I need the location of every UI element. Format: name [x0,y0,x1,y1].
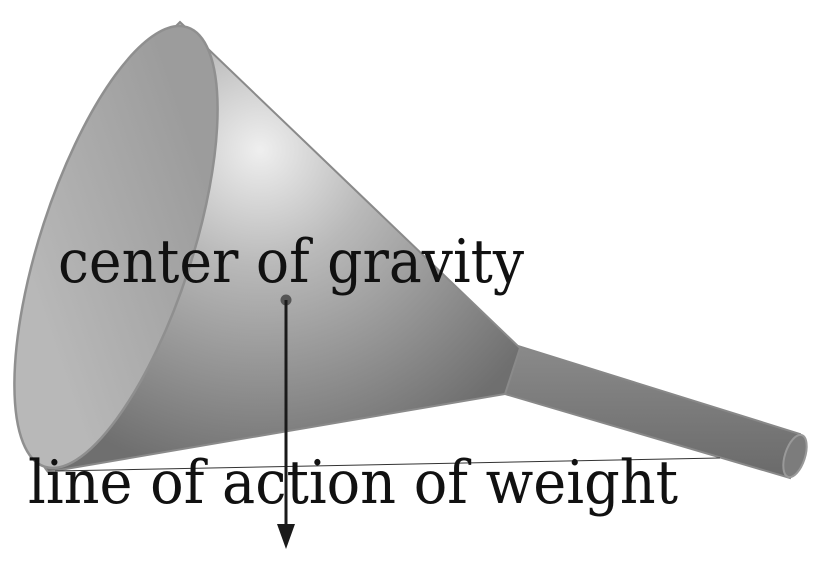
funnel-rim [13,24,219,470]
center-of-gravity-label: center of gravity [58,227,524,297]
line-of-action-label: line of action of weight [28,448,678,518]
spout-opening [782,433,808,479]
ground-line [54,457,721,472]
arrow-head [277,524,295,549]
